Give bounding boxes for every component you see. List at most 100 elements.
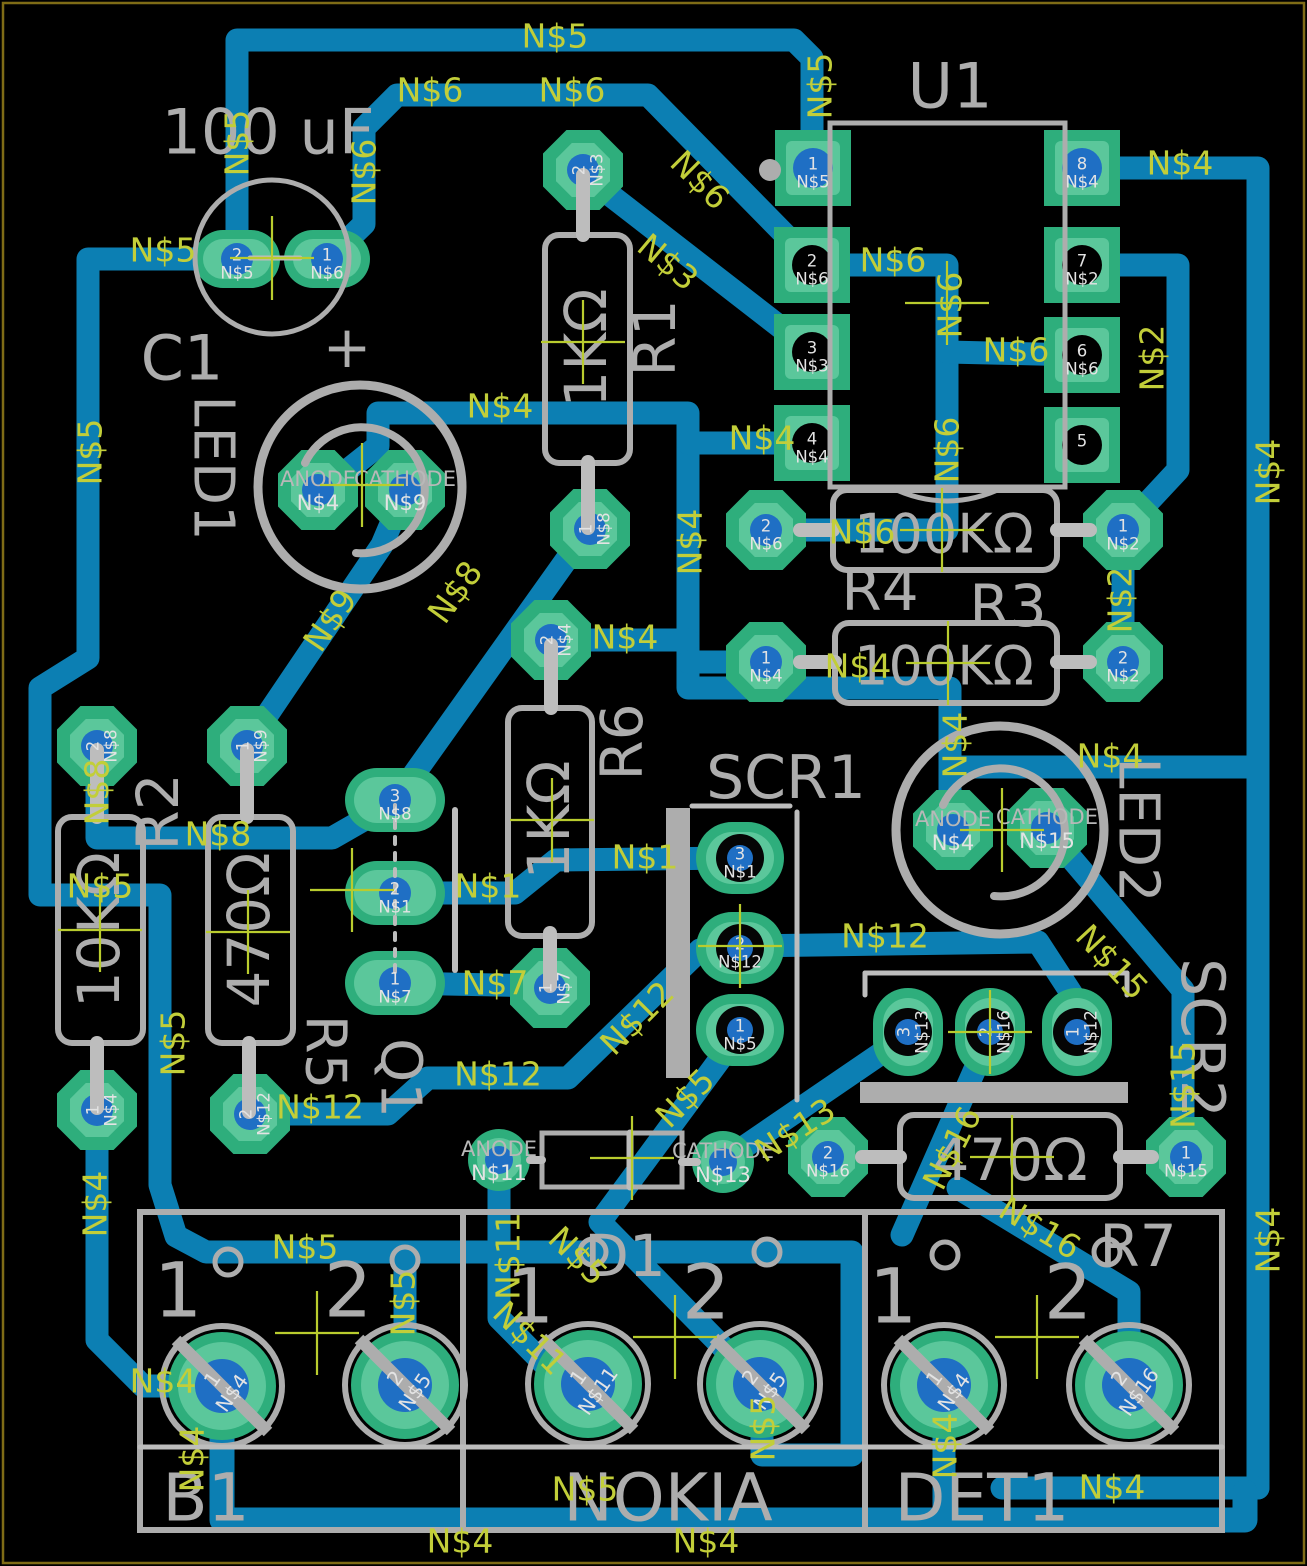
netlabel-N$5: N$5 <box>801 53 840 120</box>
pad-R7-1[interactable] <box>1146 1117 1226 1197</box>
component-label: 1 <box>154 1246 202 1335</box>
netlabel-N$4: N$4 <box>76 1171 115 1238</box>
component-label: LED2 <box>1106 757 1171 902</box>
trace-N$2[interactable] <box>1070 253 1190 540</box>
pad-Q1-3[interactable] <box>345 768 445 832</box>
pad-text-line: N$4 <box>297 491 339 515</box>
drill-hole <box>1170 1141 1202 1173</box>
drill-hole <box>792 332 832 372</box>
drill-hole <box>937 814 969 846</box>
origin-cross <box>206 890 290 974</box>
pad-text-line: 2 <box>807 252 818 271</box>
netlabel-N$1: N$1 <box>612 838 679 877</box>
pad-LED1-A[interactable] <box>278 450 358 530</box>
pad-U1-4-label: 4N$4 <box>795 430 828 467</box>
pad-R4-2[interactable] <box>726 490 806 570</box>
component-label: R5 <box>293 1015 358 1090</box>
trace-N$6[interactable] <box>315 83 822 272</box>
pad-text-line: N$4 <box>749 667 782 686</box>
origin-cross <box>948 990 1032 1074</box>
silkscreen <box>55 120 1225 1533</box>
pad-R3-2[interactable] <box>1083 622 1163 702</box>
drill-hole <box>379 967 411 999</box>
drill-hole <box>1062 335 1102 375</box>
silk-circle <box>751 1236 783 1268</box>
pad-U1-7-label: 7N$2 <box>1065 252 1098 289</box>
pad-R3-1[interactable] <box>726 622 806 702</box>
pad-U1-1-label: 1N$5 <box>796 155 829 192</box>
component-label: + <box>323 313 372 381</box>
pad-SCR1-1[interactable] <box>696 994 784 1066</box>
pad-NOKIA-2[interactable] <box>697 1321 823 1447</box>
trace-N$5[interactable] <box>28 247 864 1467</box>
pad-R7-1-label: 1N$15 <box>1164 1144 1208 1181</box>
trace-N$6[interactable] <box>756 253 959 542</box>
pad-text-line: CATHODE <box>996 805 1098 829</box>
pad-text-line: 1 <box>808 155 819 174</box>
pad-NOKIA-1[interactable] <box>525 1321 651 1447</box>
pad-text-line: N$13 <box>695 1163 751 1187</box>
pad-R7-2[interactable] <box>788 1117 868 1197</box>
pad-D1-C[interactable] <box>692 1131 754 1193</box>
netlabel-N$5: N$5 <box>71 419 110 486</box>
pad-U1-4[interactable] <box>774 405 850 481</box>
pad-D1-A[interactable] <box>468 1129 530 1191</box>
netlabel-N$4: N$4 <box>1249 439 1288 506</box>
pad-text-line: 2 <box>390 880 401 899</box>
pad-SCR1-3-label: 3N$1 <box>723 845 756 882</box>
pad-U1-8[interactable] <box>1044 130 1120 206</box>
component-label: 2 <box>324 1246 372 1335</box>
trace-N$5[interactable] <box>588 1020 770 1395</box>
silk-arc <box>939 764 1069 901</box>
component-label: DET1 <box>895 1460 1070 1537</box>
pad-text-line: N$6 <box>1065 360 1098 379</box>
trace-N$4[interactable] <box>308 401 962 840</box>
pad-U1-3[interactable] <box>774 314 850 390</box>
component-label: SCR1 <box>706 743 866 813</box>
pad-text-line: N$5 <box>220 264 253 283</box>
trace-N$4[interactable] <box>209 1375 1258 1533</box>
pad-U1-7[interactable] <box>1044 227 1120 303</box>
pad-R7-2-label: 2N$16 <box>806 1144 850 1181</box>
pad-SCR2-3[interactable] <box>873 988 943 1076</box>
drill-hole <box>389 474 421 506</box>
pad-silk-slash <box>709 1333 811 1435</box>
pad-SCR2-1[interactable] <box>1042 988 1112 1076</box>
trace-N$3[interactable] <box>571 162 822 362</box>
pad-text-line: ANODE <box>461 1137 537 1161</box>
component-label: 1 <box>506 1252 554 1341</box>
pad-Q1-1[interactable] <box>345 951 445 1015</box>
pad-text-line: 2 <box>761 517 772 536</box>
pad-text-line: N$8 <box>102 729 121 762</box>
drill-hole <box>792 423 832 463</box>
pad-R4-1[interactable] <box>1083 490 1163 570</box>
pad-text-line: ANODE <box>915 807 991 831</box>
trace-N$8[interactable] <box>385 516 601 810</box>
pad-U1-1[interactable] <box>775 130 851 206</box>
pad-U1-2[interactable] <box>774 227 850 303</box>
pad-text-line: 3 <box>390 787 401 806</box>
pad-B1-1[interactable] <box>159 1323 285 1449</box>
pad-U1-6[interactable] <box>1044 317 1120 393</box>
silk-dot <box>759 159 781 181</box>
component-label: NOKIA <box>563 1460 772 1537</box>
trace-N$5[interactable] <box>225 28 824 274</box>
pad-text-line: N$2 <box>1106 667 1139 686</box>
pad-DET1-2[interactable] <box>1066 1322 1192 1448</box>
pad-Q1-1-label: 1N$7 <box>378 970 411 1007</box>
pad-text-line: N$2 <box>1106 535 1139 554</box>
trace-N$4[interactable] <box>1072 156 1270 1500</box>
drill-hole <box>1107 646 1139 678</box>
pad-B1-2[interactable] <box>342 1322 468 1448</box>
netlabel-N$5: N$5 <box>384 1270 423 1337</box>
drill-hole <box>709 1148 737 1176</box>
netlabel-N$12: N$12 <box>841 917 929 956</box>
pad-silk-slash <box>893 1334 995 1436</box>
pad-U1-5[interactable] <box>1044 407 1120 483</box>
pad-SCR1-3[interactable] <box>696 822 784 894</box>
pad-LED2-A[interactable] <box>913 790 993 870</box>
origin-cross <box>995 1295 1079 1379</box>
